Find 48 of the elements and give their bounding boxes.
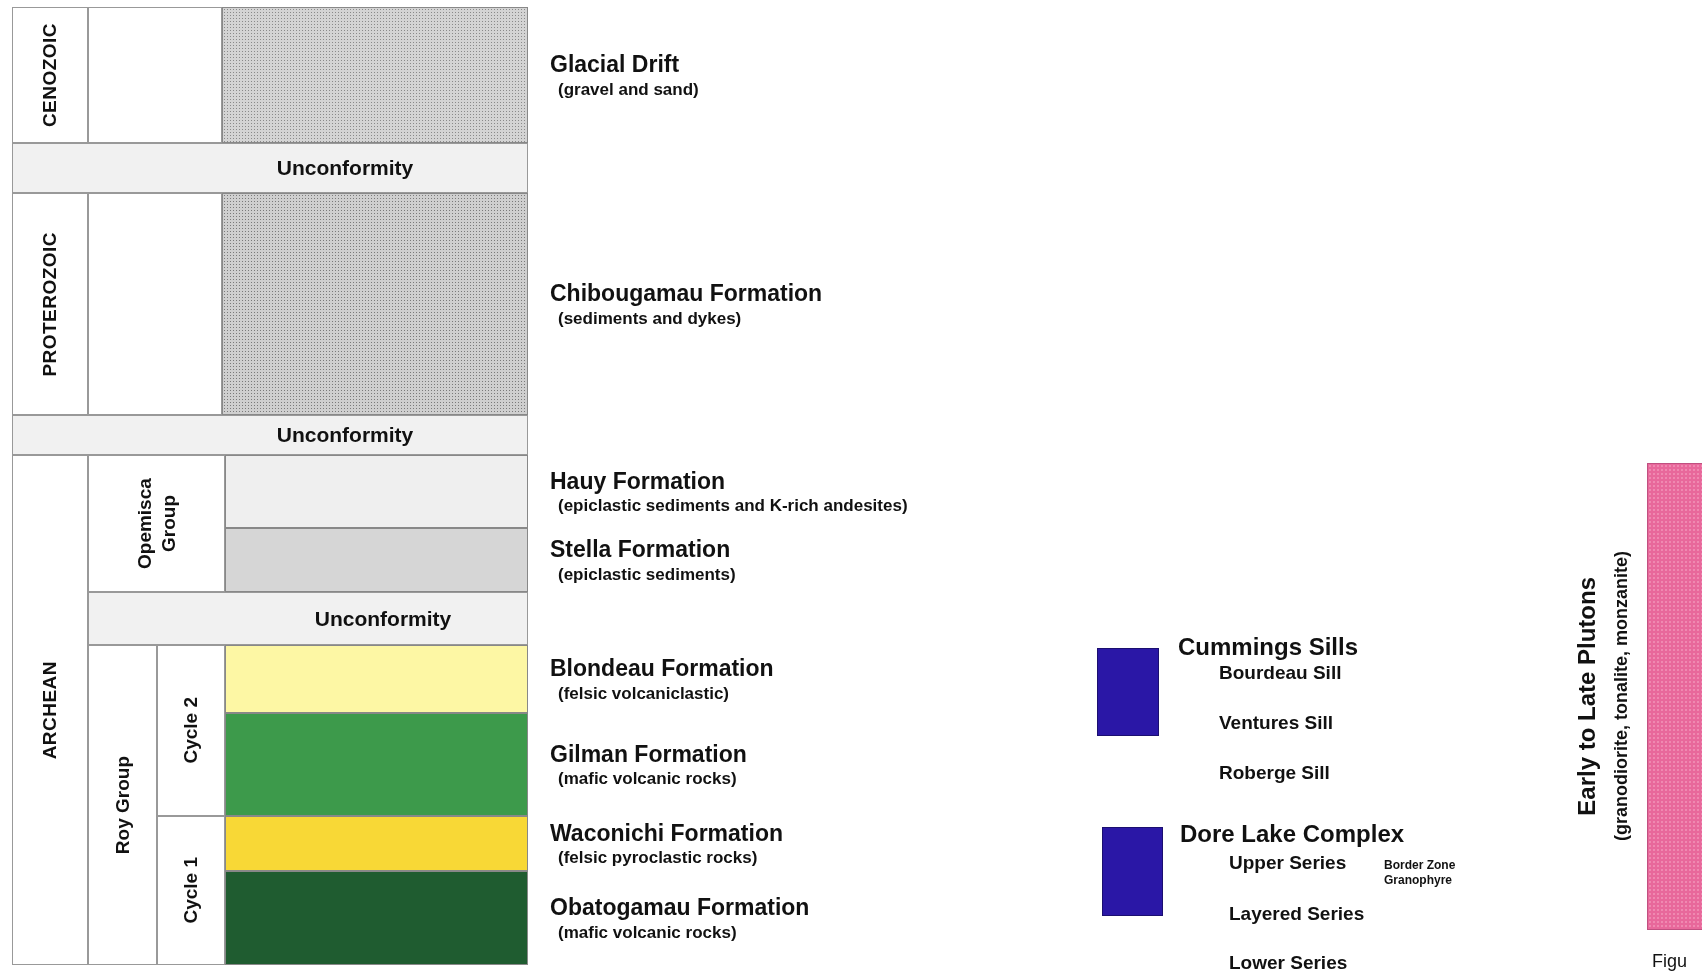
era-column-cell bbox=[12, 193, 88, 415]
formation-description: (gravel and sand) bbox=[558, 78, 700, 100]
formation-description: (felsic volcaniclastic) bbox=[558, 682, 731, 704]
formation-name: Stella Formation bbox=[550, 535, 732, 564]
intrusion-unit: Ventures Sill bbox=[1219, 713, 1334, 732]
era-label: CENOZOIC bbox=[38, 22, 62, 128]
intrusion-unit: Roberge Sill bbox=[1219, 763, 1330, 782]
formation-name: Gilman Formation bbox=[550, 739, 748, 769]
side-note: Border Zone Granophyre bbox=[1384, 858, 1457, 888]
group-label: Cycle 1 bbox=[179, 857, 203, 924]
group-label: Cycle 2 bbox=[179, 697, 203, 764]
formation-description: (mafic volcanic rocks) bbox=[558, 768, 738, 790]
intrusion-name: Cummings Sills bbox=[1178, 635, 1359, 659]
intrusion-unit: Lower Series bbox=[1229, 953, 1348, 972]
formation-name: Hauy Formation bbox=[550, 466, 727, 496]
formation-name: Chibougamau Formation bbox=[550, 279, 824, 308]
unconformity-band bbox=[88, 592, 528, 645]
formation-description: (felsic pyroclastic rocks) bbox=[558, 847, 759, 869]
formation-description: (sediments and dykes) bbox=[558, 307, 743, 329]
group-column-cell bbox=[157, 645, 225, 816]
figure-caption: Figu bbox=[1652, 952, 1687, 970]
unconformity-band bbox=[12, 143, 528, 193]
group-column-cell bbox=[88, 455, 225, 592]
group-column-cell bbox=[157, 816, 225, 965]
formation-name: Obatogamau Formation bbox=[550, 893, 811, 922]
group-label: Opemisca Group bbox=[132, 477, 180, 571]
formation-description: (epiclastic sediments) bbox=[558, 563, 737, 585]
formation-description: (mafic volcanic rocks) bbox=[558, 921, 738, 943]
unconformity-label: Unconformity bbox=[276, 422, 414, 449]
group-column-cell bbox=[88, 645, 157, 965]
era-label: ARCHEAN bbox=[38, 660, 62, 760]
formation-name: Glacial Drift bbox=[550, 50, 681, 79]
unconformity-label: Unconformity bbox=[314, 605, 452, 632]
intrusion-unit: Layered Series bbox=[1229, 904, 1365, 923]
formation-description: (epiclastic sediments and K-rich andesites) bbox=[558, 495, 909, 517]
group-label: Roy Group bbox=[110, 755, 134, 855]
pluton-description: (granodiorite, tonalite, monzanite) bbox=[1609, 551, 1632, 842]
era-column-cell bbox=[12, 7, 88, 143]
pluton-name: Early to Late Plutons bbox=[1571, 577, 1601, 816]
unconformity-label: Unconformity bbox=[276, 155, 414, 182]
era-column-cell bbox=[12, 455, 88, 965]
intrusion-unit: Upper Series bbox=[1229, 853, 1347, 872]
era-label: PROTEROZOIC bbox=[38, 231, 62, 377]
formation-name: Blondeau Formation bbox=[550, 654, 775, 683]
intrusion-name: Dore Lake Complex bbox=[1180, 822, 1405, 846]
formation-name: Waconichi Formation bbox=[550, 818, 784, 848]
intrusion-unit: Bourdeau Sill bbox=[1219, 663, 1342, 682]
unconformity-band bbox=[12, 415, 528, 455]
